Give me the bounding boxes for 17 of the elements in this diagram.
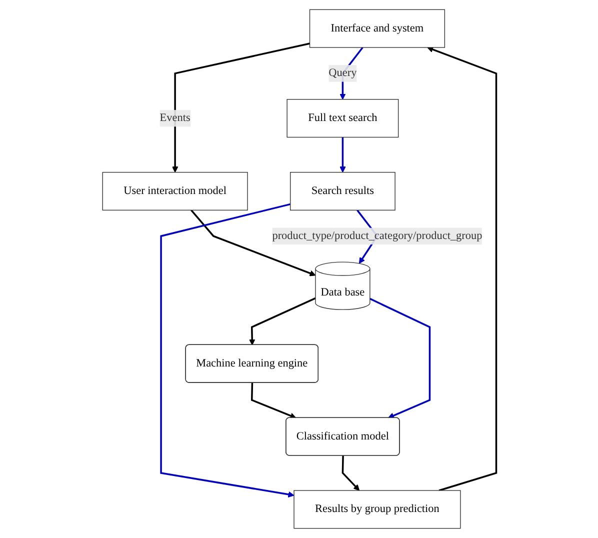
node-box: Results by group prediction — [293, 490, 460, 529]
edge-label: Query — [328, 67, 356, 80]
node-box: Interface and system — [308, 9, 445, 48]
arrow — [248, 297, 316, 346]
arrow — [426, 46, 497, 492]
node-box: Search results — [290, 172, 395, 211]
arrow — [190, 210, 316, 276]
arrow — [369, 298, 430, 419]
arrow — [160, 203, 294, 498]
arrow — [341, 456, 360, 491]
arrow — [250, 382, 296, 419]
node-box: Full text search — [286, 99, 398, 138]
edge-label: product_type/product_category/product_group — [272, 230, 482, 242]
arrow — [339, 137, 346, 173]
arrow — [172, 42, 310, 173]
edge-label: Events — [159, 112, 190, 124]
node-box: User interaction model — [102, 172, 248, 211]
